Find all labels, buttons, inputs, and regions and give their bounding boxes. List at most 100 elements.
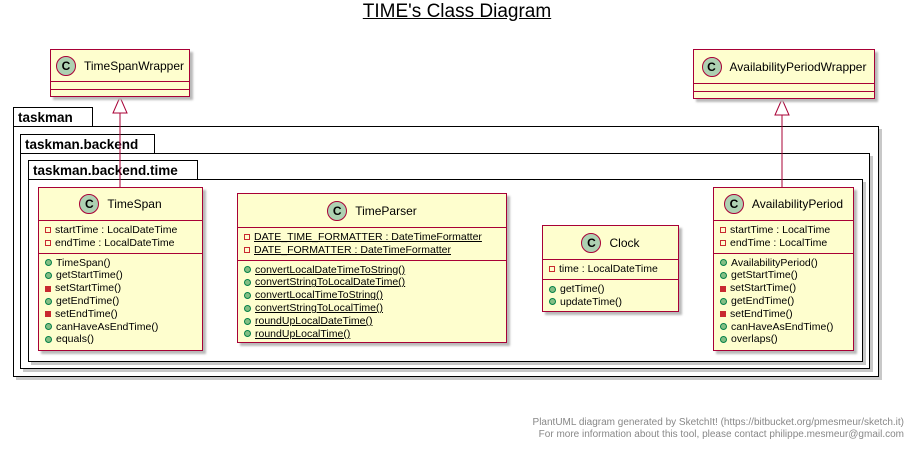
- class-timeparser[interactable]: C TimeParser DATE_TIME_FORMATTER : DateT…: [237, 193, 507, 343]
- diagram-title: TIME's Class Diagram: [362, 1, 552, 22]
- class-member-text: DATE_FORMATTER : DateTimeFormatter: [254, 243, 451, 256]
- class-methods: AvailabilityPeriod()getStartTime()setSta…: [714, 254, 853, 350]
- public-visibility-icon: [549, 298, 556, 306]
- class-member: overlaps(): [720, 333, 849, 346]
- class-member: getTime(): [549, 283, 674, 296]
- class-member-text: getEndTime(): [731, 294, 795, 307]
- class-member-text: equals(): [56, 333, 94, 346]
- class-methods: convertLocalDateTimeToString() convertStr…: [238, 261, 506, 344]
- class-member-text: getStartTime(): [56, 269, 123, 282]
- public-visibility-icon: [45, 297, 52, 305]
- package-taskman-backend-time-label: taskman.backend.time: [28, 160, 198, 180]
- class-methods: getTime()updateTime(): [543, 280, 678, 312]
- class-member: canHaveAsEndTime(): [720, 321, 849, 334]
- private-visibility-icon: [45, 227, 51, 234]
- class-availabilityperiod-header: C AvailabilityPeriod: [714, 188, 853, 221]
- class-member: DATE_FORMATTER : DateTimeFormatter: [244, 244, 502, 257]
- class-member: getEndTime(): [720, 295, 849, 308]
- class-name: TimeParser: [355, 203, 417, 218]
- private-visibility-icon: [244, 234, 250, 241]
- public-visibility-icon: [720, 336, 727, 344]
- class-empty-fields: [51, 82, 189, 90]
- public-visibility-icon: [45, 336, 52, 344]
- public-visibility-icon: [45, 323, 52, 331]
- class-badge-icon: C: [701, 56, 722, 77]
- class-member-text: getEndTime(): [56, 294, 120, 307]
- class-timespanwrapper-header: C TimeSpanWrapper: [51, 50, 189, 82]
- class-member-text: convertLocalDateTimeToString(): [255, 263, 406, 276]
- class-member: canHaveAsEndTime(): [45, 321, 198, 334]
- class-name: AvailabilityPeriod: [751, 197, 844, 211]
- class-member: convertLocalTimeToString(): [244, 289, 502, 302]
- class-member-text: startTime : LocalDateTime: [55, 224, 178, 236]
- public-visibility-icon: [244, 317, 251, 325]
- class-member-text: TimeSpan(): [56, 256, 111, 269]
- class-availabilityperiodwrapper-header: C AvailabilityPeriodWrapper: [694, 50, 874, 84]
- class-member: roundUpLocalTime(): [244, 328, 502, 341]
- class-member-text: endTime : LocalDateTime: [55, 236, 175, 249]
- class-member: getEndTime(): [45, 295, 198, 308]
- class-name: Clock: [609, 235, 640, 250]
- class-clock-header: C Clock: [543, 226, 678, 260]
- private-visibility-icon: [45, 240, 51, 247]
- class-empty-methods: [694, 92, 874, 99]
- class-clock[interactable]: C Clock time : LocalDateTime getTime()up…: [542, 225, 679, 312]
- class-member-text: setEndTime(): [55, 307, 118, 320]
- protected-private-visibility-icon: [45, 311, 51, 318]
- class-member: startTime : LocalDateTime: [45, 224, 198, 237]
- public-visibility-icon: [244, 279, 251, 287]
- class-timespan-header: C TimeSpan: [39, 188, 202, 221]
- class-member: endTime : LocalTime: [720, 237, 849, 250]
- public-visibility-icon: [720, 272, 727, 280]
- class-timespanwrapper[interactable]: C TimeSpanWrapper: [50, 49, 190, 97]
- class-member-text: getTime(): [560, 282, 605, 295]
- class-member: convertLocalDateTimeToString(): [244, 264, 502, 277]
- class-member-text: startTime : LocalTime: [730, 224, 831, 236]
- public-visibility-icon: [720, 259, 727, 267]
- class-empty-fields: [694, 84, 874, 92]
- footer-line-2: For more information about this tool, pl…: [538, 429, 904, 440]
- class-member: convertStringToLocalTime(): [244, 302, 502, 315]
- private-visibility-icon: [720, 240, 726, 247]
- footer-line-1: PlantUML diagram generated by SketchIt! …: [532, 417, 904, 428]
- protected-private-visibility-icon: [45, 285, 51, 292]
- class-member: time : LocalDateTime: [549, 263, 674, 276]
- class-availabilityperiod[interactable]: C AvailabilityPeriod startTime : LocalTi…: [713, 187, 854, 351]
- class-member: startTime : LocalTime: [720, 224, 849, 237]
- class-member-text: endTime : LocalTime: [730, 236, 828, 249]
- class-member-text: DATE_TIME_FORMATTER : DateTimeFormatter: [254, 231, 482, 243]
- public-visibility-icon: [244, 266, 251, 274]
- package-taskman-backend-label: taskman.backend: [20, 134, 155, 154]
- public-visibility-icon: [45, 272, 52, 280]
- class-name: TimeSpan: [107, 197, 162, 211]
- class-member-text: overlaps(): [731, 333, 778, 346]
- class-member: getStartTime(): [720, 269, 849, 282]
- class-member-text: getStartTime(): [731, 269, 798, 282]
- class-member: TimeSpan(): [45, 257, 198, 270]
- class-member-text: setStartTime(): [55, 282, 122, 295]
- class-empty-methods: [51, 90, 189, 97]
- public-visibility-icon: [244, 330, 251, 338]
- class-member: equals(): [45, 333, 198, 346]
- class-member-text: roundUpLocalTime(): [255, 327, 351, 340]
- package-taskman-label: taskman: [13, 107, 93, 127]
- class-availabilityperiodwrapper[interactable]: C AvailabilityPeriodWrapper: [693, 49, 875, 99]
- class-badge-icon: C: [55, 55, 76, 76]
- class-member: setEndTime(): [45, 308, 198, 321]
- public-visibility-icon: [45, 259, 52, 267]
- class-member: setStartTime(): [45, 282, 198, 295]
- class-member-text: canHaveAsEndTime(): [56, 320, 159, 333]
- class-member: DATE_TIME_FORMATTER : DateTimeFormatter: [244, 231, 502, 244]
- private-visibility-icon: [244, 247, 250, 254]
- class-fields: time : LocalDateTime: [543, 260, 678, 280]
- class-member-text: time : LocalDateTime: [559, 263, 658, 275]
- class-member: setStartTime(): [720, 282, 849, 295]
- private-visibility-icon: [720, 227, 726, 234]
- public-visibility-icon: [720, 297, 727, 305]
- class-member-text: setStartTime(): [730, 282, 797, 295]
- class-member: getStartTime(): [45, 269, 198, 282]
- private-visibility-icon: [549, 266, 555, 273]
